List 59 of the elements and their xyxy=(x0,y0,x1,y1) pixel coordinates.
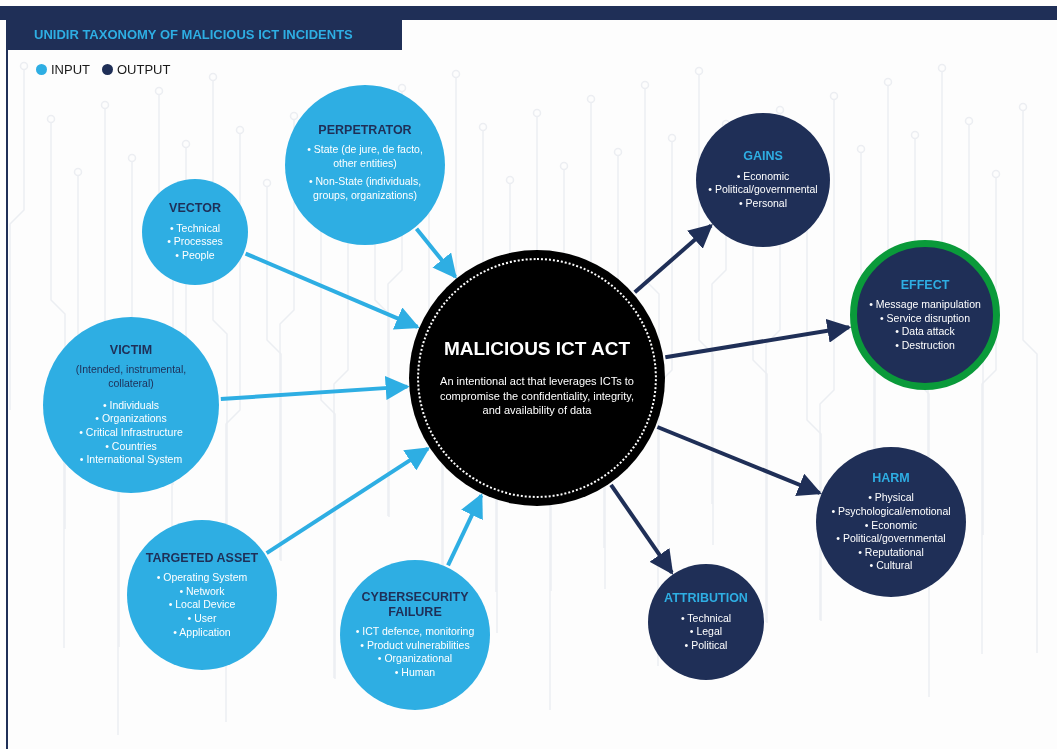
bullet-item: • Countries xyxy=(105,439,157,454)
node-heading: CYBERSECURITY FAILURE xyxy=(360,590,470,620)
node-heading: VECTOR xyxy=(169,201,221,216)
bullet-item: • Psychological/emotional xyxy=(831,504,951,519)
bullet-item: • Message manipulation xyxy=(869,297,981,312)
bullet-item: • Operating System xyxy=(156,571,248,585)
bullet-item: • Processes xyxy=(167,235,223,249)
bullet-item: • Political/governmental xyxy=(836,532,946,546)
bullet-item: • Legal xyxy=(689,625,723,639)
bullet-item: • Physical xyxy=(868,491,914,505)
bullet-item: • Service disruption xyxy=(879,311,971,326)
bullet-item: • Individuals xyxy=(102,398,160,413)
node-description: An intentional act that leverages ICTs to compromise the confidentiality, integrity, and availability of data xyxy=(439,373,635,419)
arrow xyxy=(446,493,484,567)
bullet-item: • Destruction xyxy=(895,338,955,353)
bullet-item: • State (de jure, de facto, other entities) xyxy=(306,142,424,171)
bullet-item: • Critical Infrastructure xyxy=(79,426,183,440)
bullet-item: • Non-State (individuals, groups, organizations) xyxy=(307,175,423,203)
bullet-item: • Local Device xyxy=(168,598,236,612)
bullet-item: • Personal xyxy=(738,197,787,211)
node-heading: TARGETED ASSET xyxy=(145,550,259,566)
node-heading: PERPETRATOR xyxy=(318,122,412,137)
node-heading: MALICIOUS ICT ACT xyxy=(443,337,631,360)
node-subtitle: (Intended, instrumental, collateral) xyxy=(74,363,188,391)
bullet-item: • Organizations xyxy=(95,412,167,426)
bullet-item: • Reputational xyxy=(858,545,924,560)
arrow xyxy=(656,425,822,496)
legend-label: OUTPUT xyxy=(117,62,171,77)
bullet-item: • Human xyxy=(394,666,436,680)
bullet-item: • Technical xyxy=(680,611,732,626)
arrow xyxy=(220,376,410,402)
node-heading: ATTRIBUTION xyxy=(664,591,748,606)
bullet-item: • Political/governmental xyxy=(708,183,818,197)
bullet-item: • Product vulnerabilities xyxy=(360,638,470,653)
bullet-item: • Technical xyxy=(169,221,221,236)
node-heading: VICTIM xyxy=(109,343,153,358)
bullet-item: • User xyxy=(187,612,217,626)
arrow xyxy=(633,223,713,294)
diagram-title: UNIDIR TAXONOMY OF MALICIOUS ICT INCIDENTS xyxy=(6,20,402,50)
bullet-item: • Network xyxy=(179,584,225,599)
bullet-item: • Political xyxy=(684,639,728,653)
bullet-item: • International System xyxy=(79,453,183,467)
bullet-item: • Cultural xyxy=(869,559,913,574)
bullet-item: • Data attack xyxy=(895,325,955,339)
bullet-item: • Application xyxy=(173,625,231,640)
node-heading: EFFECT xyxy=(900,277,950,292)
legend-label: INPUT xyxy=(51,62,90,77)
bullet-item: • People xyxy=(175,249,215,263)
bullet-item: • Economic xyxy=(736,169,790,184)
bullet-item: • Organizational xyxy=(377,652,453,666)
arrow xyxy=(244,251,420,330)
arrow xyxy=(665,318,852,360)
bullet-item: • Economic xyxy=(864,518,918,533)
arrow xyxy=(609,483,674,575)
node-heading: HARM xyxy=(872,470,910,486)
arrow xyxy=(414,227,457,279)
bullet-item: • ICT defence, monitoring xyxy=(355,625,475,639)
node-heading: GAINS xyxy=(743,149,783,164)
arrow xyxy=(265,447,430,555)
